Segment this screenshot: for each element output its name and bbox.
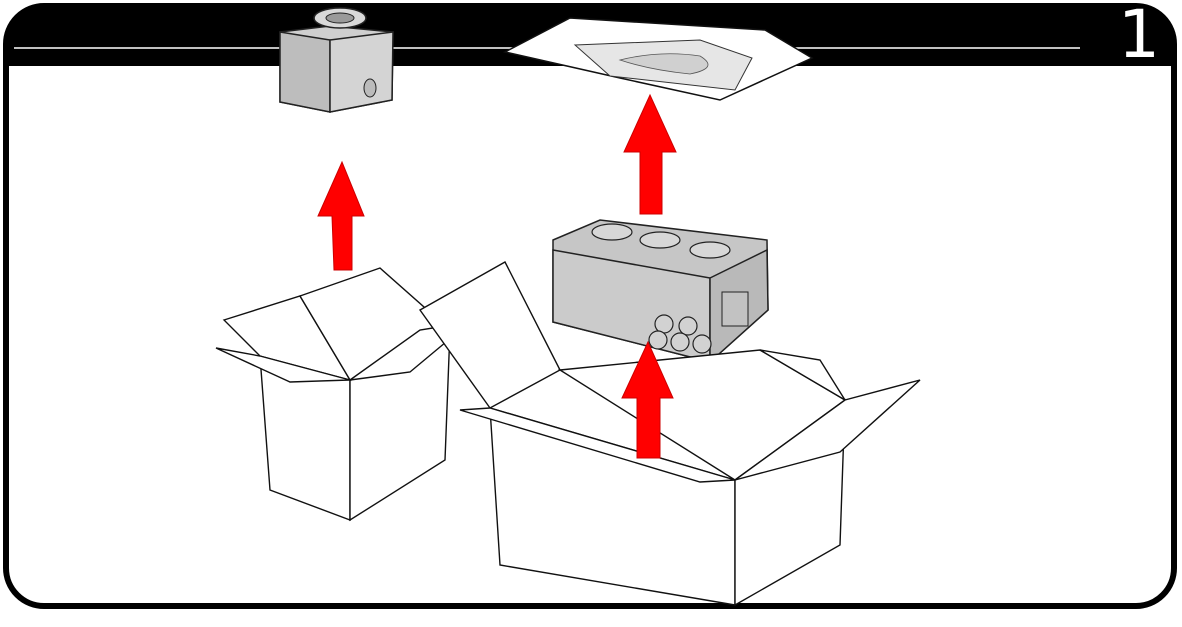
main-unit [552, 219, 769, 364]
arrow-up-icon-top [623, 93, 677, 215]
small-carton [215, 267, 473, 522]
step-number: 1 [1118, 0, 1160, 73]
small-module [279, 7, 394, 113]
arrow-up-icon-bottom [621, 340, 674, 459]
foam-tray [502, 17, 814, 101]
arrow-up-icon-left [317, 160, 365, 271]
large-carton [418, 261, 921, 607]
